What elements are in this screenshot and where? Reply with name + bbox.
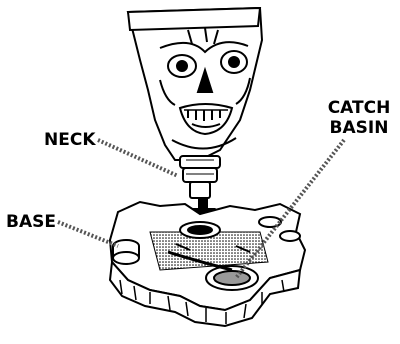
base-label: BASE (6, 212, 56, 232)
catch-basin-label: CATCH BASIN (318, 98, 400, 138)
base-platform (110, 202, 305, 326)
neck-part (180, 156, 220, 198)
catch-basin-label-line1: CATCH (318, 98, 400, 118)
skull-head (128, 8, 262, 160)
catch-basin-label-line2: BASIN (318, 118, 400, 138)
neck-label: NECK (44, 130, 96, 150)
base-leader-line (58, 222, 118, 246)
